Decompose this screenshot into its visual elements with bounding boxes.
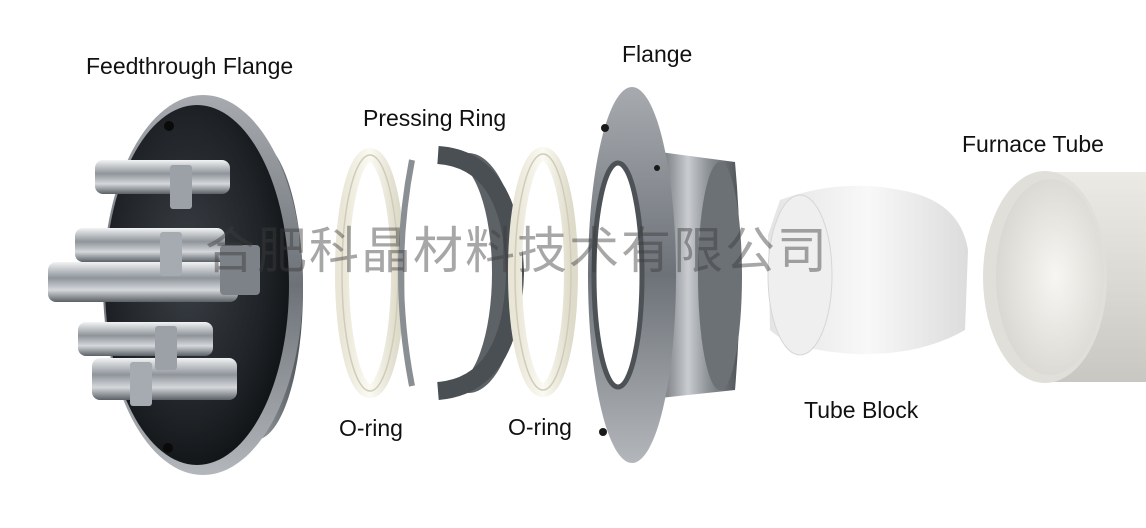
bolt-hole — [163, 443, 173, 453]
flange-bore — [594, 163, 642, 387]
watermark: 合肥科晶材料技术有限公司 — [205, 222, 829, 280]
label-o-ring-left: O-ring — [339, 415, 403, 441]
label-o-ring-right: O-ring — [508, 414, 572, 440]
label-pressing-ring: Pressing Ring — [363, 105, 507, 131]
furnace-tube — [983, 171, 1146, 383]
flange-collar-end — [698, 162, 742, 390]
furnace-tube-bore — [996, 179, 1104, 375]
flange — [588, 87, 742, 463]
o-ring-right — [508, 147, 578, 397]
bolt-hole — [601, 124, 609, 132]
label-tube-block: Tube Block — [804, 397, 919, 423]
bolt-hole — [164, 121, 174, 131]
bolt-hole — [599, 428, 607, 436]
pressing-ring — [398, 146, 525, 400]
feedthrough-flange — [48, 95, 303, 475]
tube-block — [767, 185, 968, 356]
label-flange: Flange — [622, 41, 693, 67]
label-furnace-tube: Furnace Tube — [962, 131, 1104, 157]
label-feedthrough-flange: Feedthrough Flange — [86, 53, 294, 79]
feedthrough-fittings — [48, 160, 260, 406]
bolt-hole — [654, 165, 660, 171]
